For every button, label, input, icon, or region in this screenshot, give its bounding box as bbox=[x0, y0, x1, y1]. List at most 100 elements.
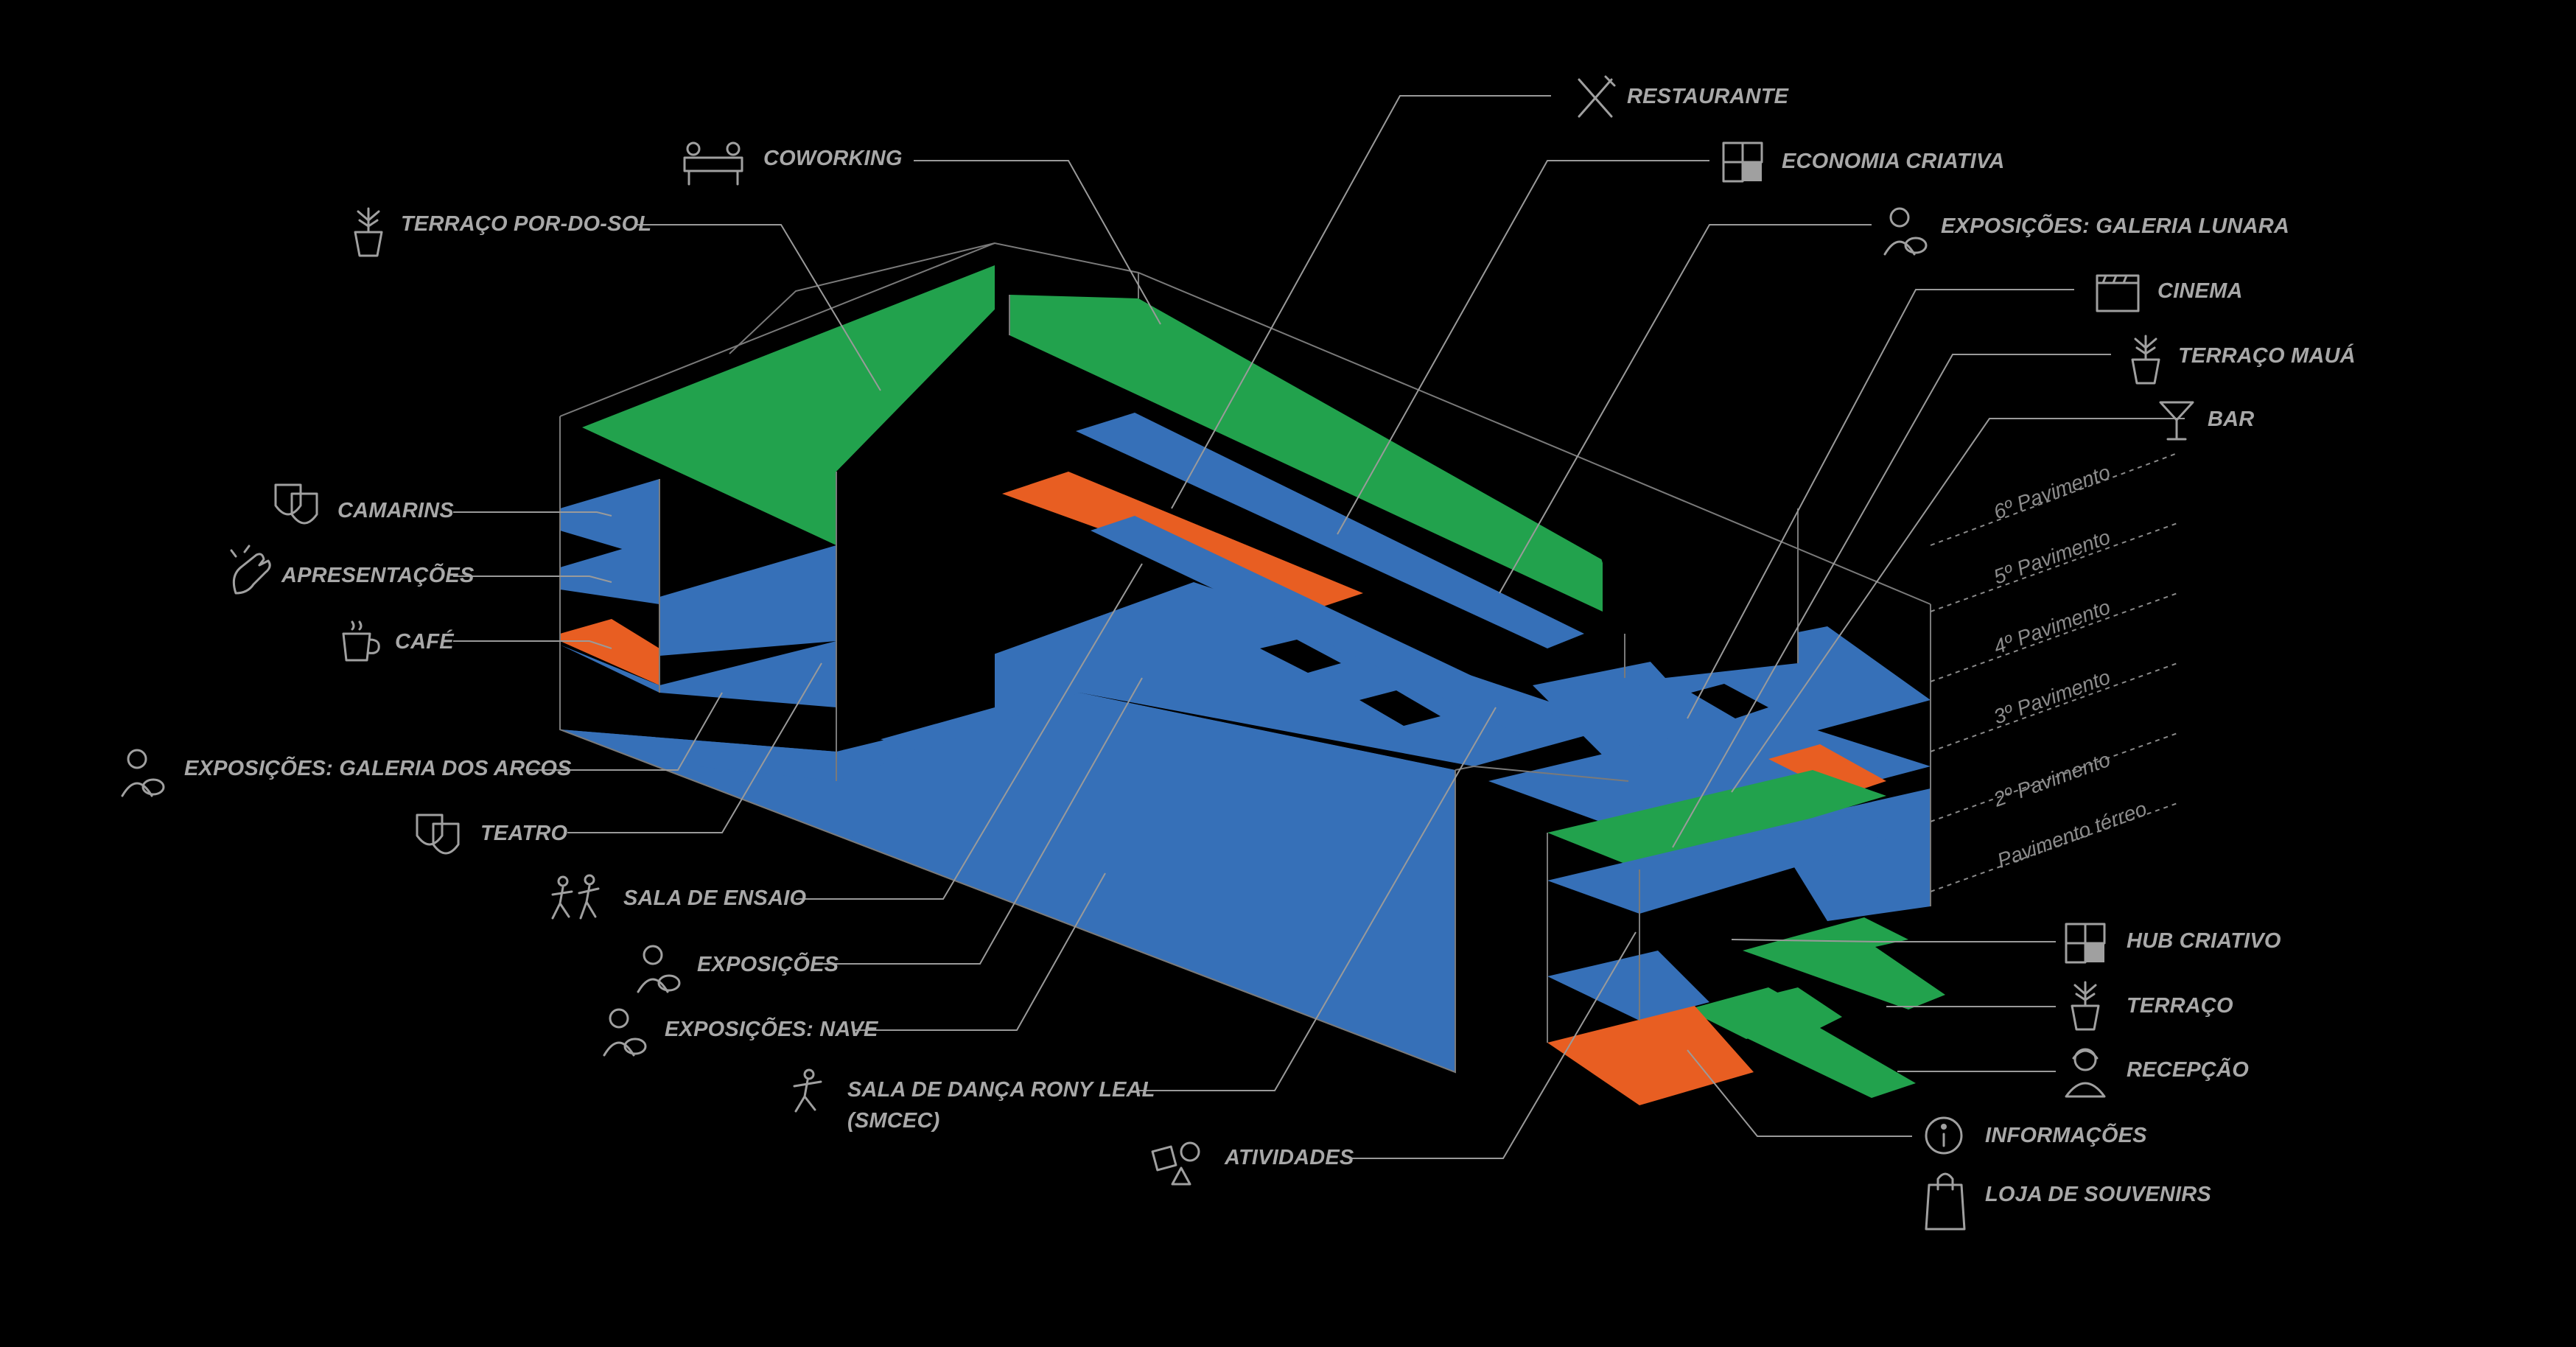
theater-masks-icon bbox=[416, 814, 460, 855]
coworking-text: COWORKING bbox=[763, 147, 903, 170]
painter-icon bbox=[121, 749, 165, 797]
floor-label-5: 5º Pavimento bbox=[1990, 525, 2113, 589]
painter-icon bbox=[1883, 207, 1928, 256]
economia-criativa-text: ECONOMIA CRIATIVA bbox=[1782, 150, 2005, 173]
floor-level-lines bbox=[1930, 452, 2178, 892]
label-teatro: TEATRO bbox=[416, 814, 568, 855]
void-3 bbox=[1691, 684, 1768, 718]
dancers-icon bbox=[551, 874, 600, 920]
informacoes-text: INFORMAÇÕES bbox=[1985, 1122, 2147, 1147]
terraco-maua-roof bbox=[1547, 770, 1886, 870]
bar-floor bbox=[1768, 744, 1886, 796]
camarins-floor bbox=[560, 479, 659, 560]
painter-icon bbox=[637, 945, 681, 993]
recepcao-floor bbox=[1695, 987, 1916, 1098]
restaurante-text: RESTAURANTE bbox=[1627, 85, 1790, 108]
floor-label-2: 2º Pavimento bbox=[1990, 748, 2113, 811]
floor-label-4: 4º Pavimento bbox=[1990, 595, 2113, 659]
coffee-cup-icon bbox=[342, 620, 380, 662]
floor-label-3: 3º Pavimento bbox=[1990, 665, 2113, 729]
potted-plant-icon bbox=[354, 207, 383, 257]
dancer-icon bbox=[793, 1068, 822, 1113]
recepcao-text: RECEPÇÃO bbox=[2127, 1057, 2249, 1082]
small-tower-floor-1 bbox=[1547, 951, 1709, 1021]
loja-text: LOJA DE SOUVENIRS bbox=[1985, 1183, 2211, 1206]
ground-floor-slab-main bbox=[663, 693, 1455, 1072]
cinema-text: CINEMA bbox=[2157, 279, 2243, 303]
hub-criativo-text: HUB CRIATIVO bbox=[2127, 929, 2281, 953]
label-economia-criativa: ECONOMIA CRIATIVA bbox=[1722, 141, 2005, 183]
small-tower-floor-2 bbox=[1547, 818, 1886, 914]
label-hub-criativo: HUB CRIATIVO bbox=[2065, 923, 2281, 964]
left-base-floor bbox=[560, 641, 836, 707]
void-1 bbox=[1260, 640, 1341, 673]
terraco-por-do-sol-roof bbox=[582, 265, 995, 545]
exposicoes-text: EXPOSIÇÕES bbox=[697, 951, 839, 976]
floor-label-6: 6º Pavimento bbox=[1990, 461, 2113, 524]
elevator-box bbox=[1588, 472, 1798, 678]
label-terraco: TERRAÇO bbox=[2071, 981, 2233, 1031]
label-galeria-arcos: EXPOSIÇÕES: GALERIA DOS ARCOS bbox=[121, 749, 572, 797]
painter-icon bbox=[603, 1008, 647, 1057]
terraco-maua-text: TERRAÇO MAUÁ bbox=[2178, 343, 2356, 368]
exposicoes-nave-text: EXPOSIÇÕES: NAVE bbox=[665, 1016, 879, 1041]
puzzle-icon bbox=[1722, 141, 1763, 183]
sala-danca-text-1: SALA DE DANÇA RONY LEAL bbox=[847, 1078, 1155, 1102]
sixth-floor-strip bbox=[1076, 413, 1584, 648]
ground-floor-slab-left bbox=[560, 730, 836, 781]
floor-label-ground: Pavimento térreo bbox=[1994, 797, 2149, 872]
label-apresentacoes: APRESENTAÇÕES bbox=[230, 545, 475, 595]
sala-ensaio-text: SALA DE ENSAIO bbox=[623, 886, 806, 910]
cafe-floor bbox=[560, 619, 659, 685]
cafe-text: CAFÉ bbox=[395, 629, 455, 654]
galeria-arcos-text: EXPOSIÇÕES: GALERIA DOS ARCOS bbox=[184, 755, 572, 780]
bar-text: BAR bbox=[2208, 407, 2254, 431]
terraco-por-do-sol-text: TERRAÇO POR-DO-SOL bbox=[401, 212, 651, 236]
theater-masks-icon bbox=[274, 483, 318, 525]
label-sala-ensaio: SALA DE ENSAIO bbox=[551, 874, 806, 920]
left-lower-floor bbox=[659, 545, 836, 656]
coworking-roof bbox=[1009, 295, 1603, 612]
fifth-floor-strip bbox=[1091, 516, 1569, 737]
label-camarins: CAMARINS bbox=[274, 483, 454, 525]
clapperboard-icon bbox=[2096, 274, 2140, 312]
label-recepcao: RECEPÇÃO bbox=[2065, 1048, 2249, 1098]
label-cinema: CINEMA bbox=[2096, 274, 2243, 312]
label-exposicoes-nave: EXPOSIÇÕES: NAVE bbox=[603, 1008, 879, 1057]
label-informacoes: INFORMAÇÕES bbox=[1925, 1116, 2147, 1155]
label-loja: LOJA DE SOUVENIRS bbox=[1925, 1172, 2211, 1231]
label-restaurante: RESTAURANTE bbox=[1578, 75, 1790, 118]
teatro-text: TEATRO bbox=[480, 822, 568, 845]
fork-knife-icon bbox=[1578, 75, 1616, 118]
void-2 bbox=[1359, 690, 1441, 726]
sala-danca-text-2: (SMCEC) bbox=[847, 1109, 939, 1133]
label-galeria-lunara: EXPOSIÇÕES: GALERIA LUNARA bbox=[1883, 207, 2289, 256]
shopping-bag-icon bbox=[1925, 1172, 1966, 1231]
receptionist-icon bbox=[2065, 1048, 2106, 1098]
puzzle-icon bbox=[2065, 923, 2106, 964]
apresentacoes-floor bbox=[560, 538, 659, 604]
potted-plant-icon bbox=[2131, 335, 2160, 385]
info-icon bbox=[1925, 1116, 1963, 1155]
potted-plant-icon bbox=[2071, 981, 2100, 1031]
cocktail-glass-icon bbox=[2159, 401, 2194, 441]
label-terraco-por-do-sol: TERRAÇO POR-DO-SOL bbox=[354, 207, 651, 257]
label-exposicoes: EXPOSIÇÕES bbox=[637, 945, 839, 993]
coworking-desk-icon bbox=[683, 141, 743, 186]
camarins-text: CAMARINS bbox=[337, 499, 454, 522]
atividades-floor bbox=[1547, 1006, 1754, 1105]
shapes-icon bbox=[1151, 1141, 1200, 1186]
label-atividades: ATIVIDADES bbox=[1151, 1141, 1354, 1186]
central-tower bbox=[836, 309, 995, 752]
galeria-lunara-text: EXPOSIÇÕES: GALERIA LUNARA bbox=[1941, 213, 2289, 238]
terraco-text: TERRAÇO bbox=[2127, 994, 2233, 1018]
label-terraco-maua: TERRAÇO MAUÁ bbox=[2131, 335, 2356, 385]
atividades-text: ATIVIDADES bbox=[1224, 1146, 1354, 1169]
label-sala-danca: SALA DE DANÇA RONY LEAL (SMCEC) bbox=[793, 1068, 1155, 1133]
clapping-hands-icon bbox=[230, 545, 271, 595]
leader-lines bbox=[453, 95, 2185, 1159]
label-bar: BAR bbox=[2159, 401, 2254, 441]
label-cafe: CAFÉ bbox=[342, 620, 455, 662]
label-coworking: COWORKING bbox=[683, 141, 903, 186]
